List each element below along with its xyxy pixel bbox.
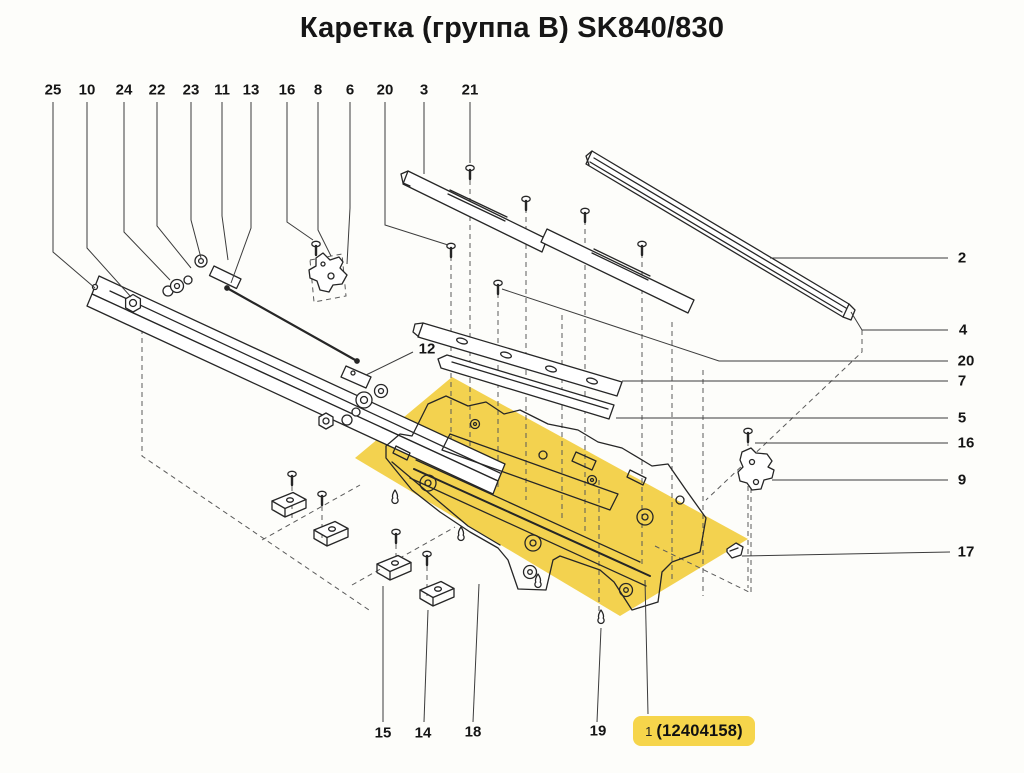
part-7-strip (412, 322, 623, 397)
page-title: Каретка (группа B) SK840/830 (299, 12, 725, 44)
callout-16-top: 16 (278, 81, 296, 99)
part-8-bracket (308, 252, 348, 293)
callout-11: 11 (214, 81, 230, 99)
callout-22: 22 (148, 81, 166, 99)
set-screws (391, 489, 605, 625)
callout-18: 18 (464, 723, 482, 741)
leader-lines (52, 102, 951, 723)
parts-linework (86, 150, 856, 625)
part-12-latch (340, 365, 372, 389)
callout-14: 14 (414, 724, 432, 742)
slide-blocks (271, 491, 455, 607)
callout-12: 12 (418, 340, 436, 358)
callout-20-top: 20 (376, 81, 394, 99)
left-rail-assembly (86, 254, 506, 495)
callout-8: 8 (313, 81, 323, 99)
callout-25: 25 (44, 81, 62, 99)
callout-13: 13 (242, 81, 260, 99)
callout-15: 15 (374, 724, 392, 742)
callout-10: 10 (78, 81, 96, 99)
callout-5: 5 (957, 409, 967, 427)
part-1-number: 1 (645, 723, 653, 739)
part-1-badge: 1 (12404158) (633, 716, 755, 746)
part-1-code: (12404158) (656, 721, 743, 740)
callout-23: 23 (182, 81, 200, 99)
part-1-base-plate (385, 395, 707, 611)
callout-24: 24 (115, 81, 133, 99)
callout-19: 19 (589, 722, 607, 740)
callout-2: 2 (957, 249, 967, 267)
part-3-strips (400, 170, 695, 314)
callout-16-right: 16 (957, 434, 975, 452)
part-2-rail (585, 150, 856, 321)
callout-17: 17 (957, 543, 975, 561)
callout-20-right: 20 (957, 352, 975, 370)
part-9-bracket (737, 447, 775, 491)
callout-6: 6 (345, 81, 355, 99)
highlight-overlay (355, 377, 748, 616)
callout-21: 21 (461, 81, 479, 99)
part-17-clip (726, 542, 744, 559)
callout-4: 4 (958, 321, 968, 339)
callout-7: 7 (957, 372, 967, 390)
part-5-strip (437, 354, 615, 420)
callout-3: 3 (419, 81, 429, 99)
callout-9: 9 (957, 471, 967, 489)
assembly-guides (141, 180, 863, 613)
screws (287, 164, 753, 567)
